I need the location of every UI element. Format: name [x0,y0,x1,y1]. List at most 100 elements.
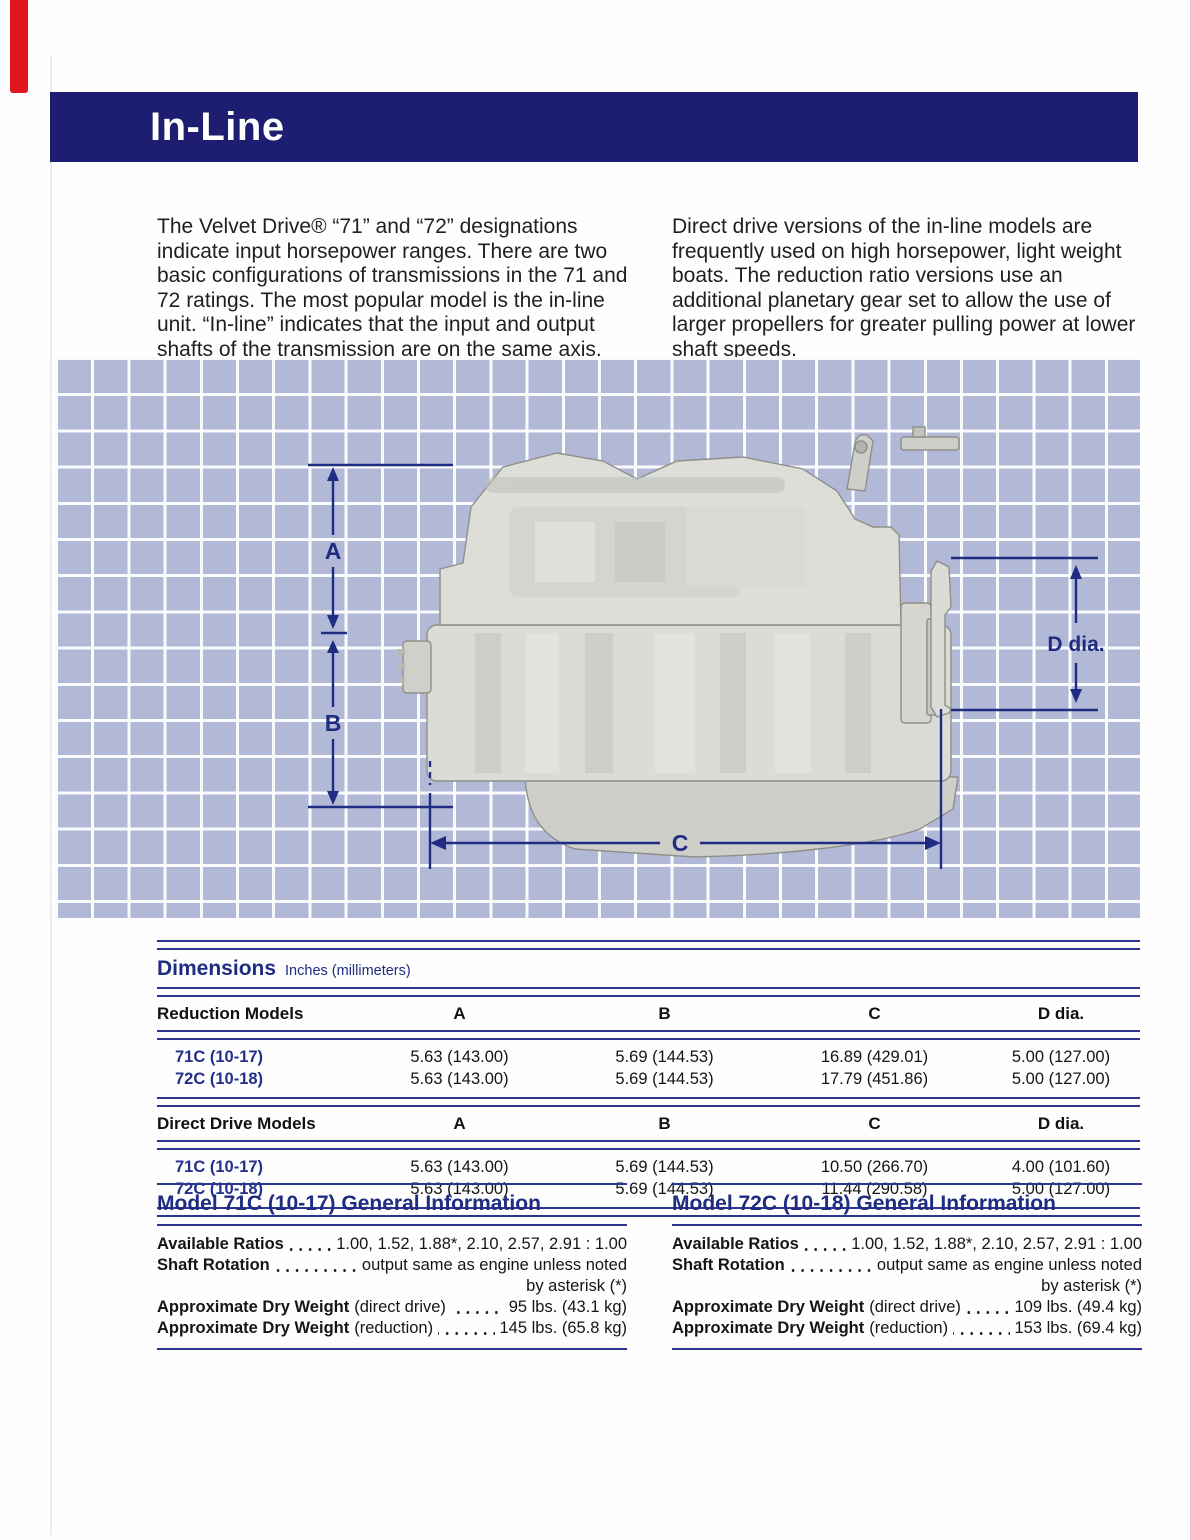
value-cell: 5.69 (144.53) [615,1158,714,1176]
info-entry-weight-direct: Approximate Dry Weight (direct drive) 10… [672,1297,1142,1318]
info-section-title: Model 72C (10-18) General Information [672,1192,1056,1215]
intro-paragraph-right: Direct drive versions of the in-line mod… [672,215,1136,361]
dimensions-table-title: Dimensions [157,957,277,980]
entry-value: by asterisk (*) [526,1277,627,1295]
info-entry-rotation-continued: by asterisk (*) [672,1276,1142,1297]
table-rule [157,1030,1140,1040]
model-cell: 71C (10-17) [175,1048,264,1066]
model-cell: 72C (10-18) [175,1070,264,1088]
value-cell: 5.63 (143.00) [410,1048,509,1066]
section-rule [157,1183,627,1185]
model-cell: 71C (10-17) [175,1158,264,1176]
entry-value: 145 lbs. (65.8 kg) [499,1319,628,1337]
value-cell: 5.00 (127.00) [1011,1070,1111,1088]
info-entry-weight-direct: Approximate Dry Weight (direct drive) 95… [157,1297,627,1318]
entry-value: by asterisk (*) [1041,1277,1142,1295]
entry-qualifier: (direct drive) [354,1298,446,1316]
intro-paragraph-left: The Velvet Drive® “71” and “72” designat… [157,215,628,361]
entry-value: 95 lbs. (43.1 kg) [508,1298,627,1316]
value-cell: 5.69 (144.53) [615,1048,714,1066]
model-72c-info-section: Model 72C (10-18) General Information Av… [672,1183,1142,1350]
info-entry-ratios: Available Ratios 1.00, 1.52, 1.88*, 2.10… [157,1234,627,1255]
dimensions-table: Dimensions Inches (millimeters) Reductio… [157,940,1140,1217]
entry-value: 1.00, 1.52, 1.88*, 2.10, 2.57, 2.91 : 1.… [851,1235,1142,1253]
dimension-diagram: A B C D dia. [55,357,1140,918]
model-71c-info-section: Model 71C (10-17) General Information Av… [157,1183,627,1350]
dot-leader [450,1310,504,1315]
info-entry-weight-reduction: Approximate Dry Weight (reduction) 145 l… [157,1318,627,1339]
table-rule [157,987,1140,997]
section-rule [672,1183,1142,1185]
dimensions-table-units: Inches (millimeters) [285,963,411,979]
column-header: C [868,1004,881,1023]
entry-value: output same as engine unless noted [876,1256,1142,1274]
value-cell: 5.63 (143.00) [410,1070,509,1088]
entry-label: Approximate Dry Weight [157,1319,350,1337]
dot-leader [438,1331,495,1336]
column-header: Direct Drive Models [157,1114,316,1133]
entry-value: 109 lbs. (49.4 kg) [1014,1298,1143,1316]
dimensions-table-title-row: Dimensions Inches (millimeters) [157,950,1140,987]
dim-label-a: A [325,538,342,564]
table-row: 71C (10-17) 5.63 (143.00) 5.69 (144.53) … [157,1046,1140,1068]
table-header-row-reduction: Reduction Models A B C D dia. [157,997,1140,1030]
column-header: A [453,1114,466,1133]
value-cell: 5.00 (127.00) [1011,1048,1111,1066]
dim-label-b: B [325,710,342,736]
column-header: D dia. [1037,1004,1085,1023]
column-header: C [868,1114,881,1133]
entry-label: Shaft Rotation [157,1256,270,1274]
table-rule [157,1207,1140,1217]
page-title: In-Line [150,105,285,149]
entry-label: Approximate Dry Weight [672,1319,865,1337]
table-row: 71C (10-17) 5.63 (143.00) 5.69 (144.53) … [157,1156,1140,1178]
dim-label-d: D dia. [1047,633,1104,656]
dot-leader [965,1310,1010,1315]
info-entry-rotation: Shaft Rotation output same as engine unl… [672,1255,1142,1276]
section-rule [672,1348,1142,1350]
value-cell: 10.50 (266.70) [820,1158,929,1176]
column-header: D dia. [1037,1114,1085,1133]
info-section-title: Model 71C (10-17) General Information [157,1192,541,1215]
dot-leader [288,1247,332,1252]
entry-qualifier: (reduction) [354,1319,434,1337]
section-rule [672,1224,1142,1226]
reduction-rows: 71C (10-17) 5.63 (143.00) 5.69 (144.53) … [157,1040,1140,1097]
info-entry-ratios: Available Ratios 1.00, 1.52, 1.88*, 2.10… [672,1234,1142,1255]
dot-leader [789,1268,872,1273]
entry-value: output same as engine unless noted [361,1256,627,1274]
transmission-cutaway-illustration: A B C D dia. [308,426,1105,869]
column-header: B [658,1114,671,1133]
table-row: 72C (10-18) 5.63 (143.00) 5.69 (144.53) … [157,1068,1140,1090]
info-entry-rotation-continued: by asterisk (*) [157,1276,627,1297]
table-header-row-direct-drive: Direct Drive Models A B C D dia. [157,1107,1140,1140]
column-header: B [658,1004,671,1023]
dot-leader [953,1331,1010,1336]
table-rule [157,1140,1140,1150]
section-header-band: In-Line [50,92,1138,162]
entry-label: Approximate Dry Weight [157,1298,350,1316]
info-entries: Available Ratios 1.00, 1.52, 1.88*, 2.10… [672,1226,1142,1348]
info-entries: Available Ratios 1.00, 1.52, 1.88*, 2.10… [157,1226,627,1348]
dot-leader [803,1247,847,1252]
section-rule [157,1224,627,1226]
info-entry-rotation: Shaft Rotation output same as engine unl… [157,1255,627,1276]
dimension-lines [308,463,1098,869]
red-corner-mark [10,0,28,93]
column-header: Reduction Models [157,1004,304,1023]
dim-label-c: C [672,830,689,856]
value-cell: 4.00 (101.60) [1011,1158,1111,1176]
table-rule [157,940,1140,950]
section-rule [157,1348,627,1350]
entry-label: Approximate Dry Weight [672,1298,865,1316]
value-cell: 16.89 (429.01) [820,1048,929,1066]
entry-label: Available Ratios [672,1235,799,1253]
value-cell: 17.79 (451.86) [820,1070,929,1088]
machine-shading [475,477,871,773]
entry-qualifier: (reduction) [869,1319,949,1337]
entry-value: 153 lbs. (69.4 kg) [1014,1319,1143,1337]
entry-value: 1.00, 1.52, 1.88*, 2.10, 2.57, 2.91 : 1.… [336,1235,627,1253]
column-header: A [453,1004,466,1023]
value-cell: 5.63 (143.00) [410,1158,509,1176]
